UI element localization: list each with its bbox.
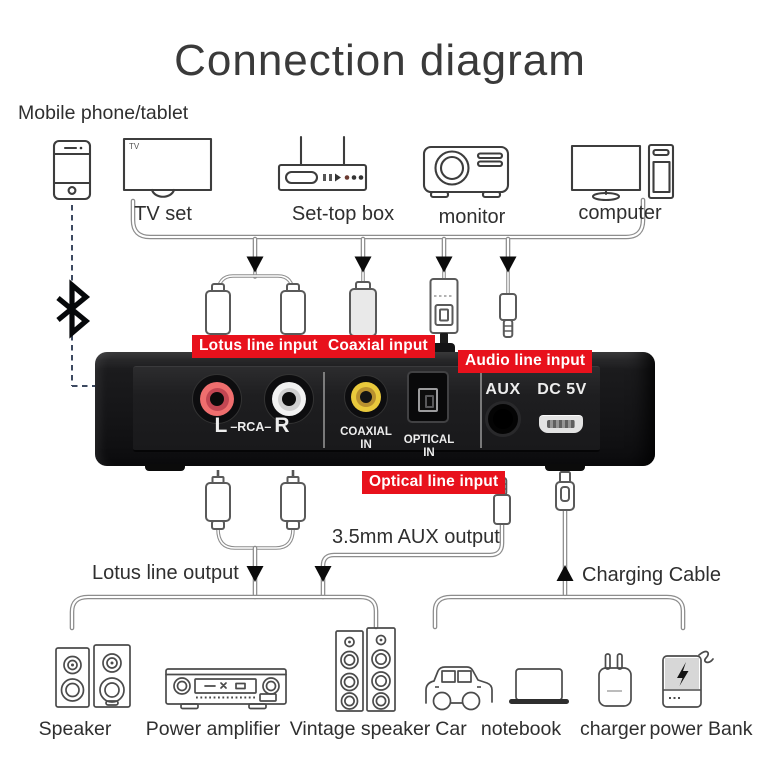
car-label: Car	[435, 718, 467, 740]
coaxial-input-tag: Coaxial input	[321, 335, 435, 358]
notebook-icon	[509, 668, 569, 704]
car-icon	[425, 666, 493, 711]
projector-icon	[422, 145, 510, 199]
coaxial-in-label: COAXIAL IN	[340, 426, 392, 451]
tv-set-label: TV set	[134, 203, 192, 225]
vintage-speaker-label: Vintage speaker	[289, 718, 431, 740]
aux-output-label: 3.5mm AUX output	[332, 526, 500, 548]
panel-divider	[480, 372, 482, 448]
aux-plug-icon	[499, 293, 517, 338]
power-amplifier-label: Power amplifier	[145, 718, 281, 740]
desktop-computer-icon	[570, 143, 675, 202]
arrow-up-icon	[556, 565, 574, 581]
panel-divider	[323, 372, 325, 448]
rca-left-label: L	[214, 414, 228, 437]
power-bank-label: power Bank	[649, 718, 753, 740]
arrow-down-icon	[354, 256, 372, 273]
rca-port-left[interactable]	[192, 374, 242, 424]
lotus-output-label: Lotus line output	[92, 562, 239, 584]
power-bank-icon	[662, 650, 714, 708]
set-top-box-icon	[277, 135, 368, 192]
charger-icon	[598, 653, 632, 707]
aux-label: AUX	[485, 381, 521, 398]
optical-line-input-tag: Optical line input	[362, 471, 506, 494]
dc-5v-port[interactable]	[539, 415, 583, 433]
device-foot	[145, 464, 185, 471]
output-arrows	[246, 565, 574, 582]
charging-cable-label: Charging Cable	[582, 564, 721, 586]
lotus-line-input-tag: Lotus line input	[192, 335, 325, 358]
optical-port[interactable]	[407, 371, 449, 423]
audio-line-input-tag: Audio line input	[458, 350, 593, 373]
coaxial-plug-icon	[349, 281, 377, 347]
notebook-label: notebook	[480, 718, 562, 740]
input-arrows	[246, 256, 517, 273]
tv-icon	[122, 137, 213, 198]
page-title: Connection diagram	[174, 36, 586, 85]
optical-plug-icon	[429, 278, 459, 346]
device-top-button	[417, 343, 455, 352]
device-foot	[545, 464, 585, 471]
computer-label: computer	[578, 202, 662, 224]
rca-mid-label: –RCA–	[230, 420, 272, 434]
coaxial-port[interactable]	[344, 375, 388, 419]
power-amplifier-icon	[165, 668, 287, 710]
rca-right-label: R	[274, 414, 290, 437]
charger-label: charger	[579, 718, 647, 740]
output-cables	[69, 507, 686, 631]
rca-plug-icon	[205, 470, 231, 530]
bluetooth-link	[56, 205, 104, 387]
rca-port-right[interactable]	[264, 374, 314, 424]
arrow-down-icon	[246, 256, 264, 273]
monitor-label: monitor	[438, 206, 506, 228]
set-top-box-label: Set-top box	[291, 203, 395, 225]
optical-in-label: OPTICAL IN	[403, 434, 455, 459]
rca-channel-label: L –RCA– R	[215, 414, 290, 438]
usb-plug-icon	[555, 471, 575, 511]
aux-port[interactable]	[485, 401, 521, 437]
arrow-down-icon	[314, 566, 332, 582]
vintage-speaker-icon	[335, 627, 396, 712]
dashed-line	[71, 205, 104, 387]
dc-5v-label: DC 5V	[537, 381, 587, 398]
arrow-down-icon	[499, 256, 517, 273]
smartphone-icon	[52, 139, 92, 201]
rca-plug-icon	[280, 470, 306, 530]
bluetooth-icon	[56, 279, 91, 339]
arrow-down-icon	[435, 256, 453, 273]
mobile-phone-label: Mobile phone/tablet	[18, 102, 189, 124]
arrow-down-icon	[246, 566, 264, 582]
tv-screen-text: TV	[129, 142, 140, 151]
speaker-label: Speaker	[38, 718, 112, 740]
speaker-icon	[55, 644, 131, 708]
